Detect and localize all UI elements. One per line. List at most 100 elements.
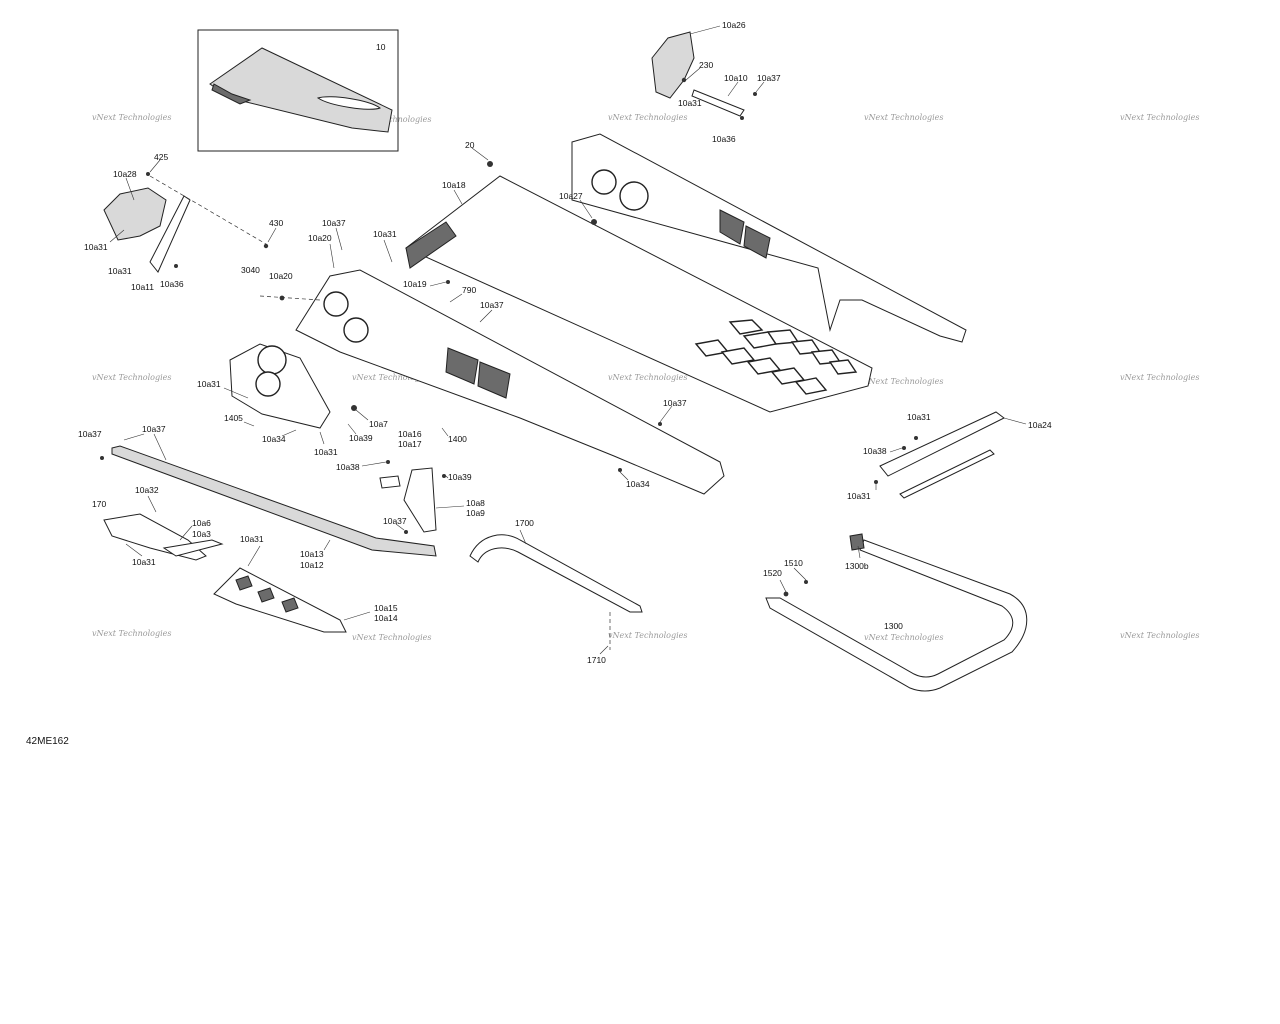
callout-label: 10a31 bbox=[240, 534, 264, 544]
callout-label: 3040 bbox=[241, 265, 260, 275]
callout-label: 10a6 bbox=[192, 518, 211, 528]
nut-10a20 bbox=[279, 295, 285, 301]
bar-1700-group bbox=[469, 534, 643, 650]
leader-lines bbox=[109, 25, 1027, 655]
callout-label: 1300 bbox=[884, 621, 903, 631]
callout-label: 10a37 bbox=[383, 516, 407, 526]
bracket-10a26 bbox=[651, 31, 695, 99]
center-bracket-group bbox=[379, 460, 446, 534]
tunnel-top-10a18 bbox=[405, 175, 873, 413]
callout-label: 10a3 bbox=[192, 529, 211, 539]
bracket-10a28 bbox=[103, 187, 167, 241]
callout-label: 10a7 bbox=[369, 419, 388, 429]
callout-label: 10a34 bbox=[626, 479, 650, 489]
lower-bracket-group bbox=[103, 513, 224, 561]
nut-10a34 bbox=[618, 468, 622, 472]
callout-label: 10a27 bbox=[559, 191, 583, 201]
watermark-text: vNext Technologies bbox=[1120, 373, 1199, 382]
callout-label: 10a36 bbox=[712, 134, 736, 144]
rear-rail-group bbox=[874, 411, 1005, 499]
callout-label: 10a15 bbox=[374, 603, 398, 613]
inset-frame bbox=[197, 29, 399, 152]
callout-label: 10a34 bbox=[262, 434, 286, 444]
callout-label: 1300b bbox=[845, 561, 869, 571]
callout-label: 10a37 bbox=[663, 398, 687, 408]
callout-label: 10a32 bbox=[135, 485, 159, 495]
nut-10a36 bbox=[740, 116, 744, 120]
callout-label: 1405 bbox=[224, 413, 243, 423]
rail-group bbox=[100, 445, 437, 557]
callout-label: 10a31 bbox=[373, 229, 397, 239]
watermark-text: vNext Technologies bbox=[864, 113, 943, 122]
strip-10a24 bbox=[899, 449, 995, 499]
side-panel-left bbox=[295, 269, 725, 495]
callout-label: 10a16 bbox=[398, 429, 422, 439]
callout-label: 10a37 bbox=[322, 218, 346, 228]
panel-vent bbox=[743, 225, 771, 259]
bolt-425 bbox=[146, 172, 150, 176]
bracket-10a8 bbox=[403, 467, 437, 533]
panel-vent bbox=[445, 347, 479, 385]
plate-hole bbox=[255, 371, 281, 397]
tunnel-cutouts bbox=[694, 319, 858, 395]
callout-label: 10a39 bbox=[448, 472, 472, 482]
callout-label: 10a31 bbox=[108, 266, 132, 276]
watermark-text: vNext Technologies bbox=[92, 373, 171, 382]
rail-10a13 bbox=[111, 445, 437, 557]
bumper-1300 bbox=[765, 539, 1028, 692]
callout-label: 790 bbox=[462, 285, 476, 295]
callout-label: 1400 bbox=[448, 434, 467, 444]
watermark-text: vNext Technologies bbox=[1120, 631, 1199, 640]
inset-tunnel-side bbox=[211, 83, 252, 105]
rod-10a10 bbox=[691, 89, 745, 117]
watermark-text: vNext Technologies bbox=[1120, 113, 1199, 122]
skid-bracket-group bbox=[213, 567, 347, 633]
panel-vent bbox=[477, 361, 511, 399]
callout-label: 10a12 bbox=[300, 560, 324, 570]
bolt-1510 bbox=[804, 580, 808, 584]
assembly-line bbox=[149, 175, 267, 245]
watermarks: vNext Technologies vNext Technologies vN… bbox=[92, 113, 1199, 642]
bolt-10a38 bbox=[902, 446, 906, 450]
watermark-text: vNext Technologies bbox=[864, 377, 943, 386]
washer-1520 bbox=[783, 591, 789, 597]
callout-label: 1510 bbox=[784, 558, 803, 568]
callout-label: 10a36 bbox=[160, 279, 184, 289]
diagram-id: 42ME162 bbox=[26, 736, 69, 747]
bracket-slot bbox=[257, 587, 275, 603]
watermark-text: vNext Technologies bbox=[92, 113, 171, 122]
nut-10a36 bbox=[174, 264, 178, 268]
watermark-text: vNext Technologies bbox=[92, 629, 171, 638]
bumper-group bbox=[765, 533, 1028, 692]
inset-tunnel bbox=[209, 47, 393, 133]
plug-10a27 bbox=[591, 219, 597, 225]
bolt-10a37 bbox=[753, 92, 757, 96]
callout-label: 10a38 bbox=[863, 446, 887, 456]
callout-label: 10a31 bbox=[197, 379, 221, 389]
inset-cutouts bbox=[316, 96, 381, 110]
bolt-10a39 bbox=[442, 474, 446, 478]
watermark-text: vNext Technologies bbox=[608, 113, 687, 122]
callout-label: 1520 bbox=[763, 568, 782, 578]
callout-label: 10a8 bbox=[466, 498, 485, 508]
bolt-10a38 bbox=[386, 460, 390, 464]
callout-label: 10a37 bbox=[142, 424, 166, 434]
callout-label: 10a28 bbox=[113, 169, 137, 179]
callout-label: 10a31 bbox=[907, 412, 931, 422]
callout-label: 10a14 bbox=[374, 613, 398, 623]
bracket-10a15 bbox=[213, 567, 347, 633]
panel-vent bbox=[719, 209, 745, 245]
bolt-230 bbox=[681, 77, 687, 83]
callout-label: 10a10 bbox=[724, 73, 748, 83]
callout-label: 10a31 bbox=[314, 447, 338, 457]
callout-label: 10a26 bbox=[722, 20, 746, 30]
brace-10a11 bbox=[149, 195, 191, 273]
panel-hole bbox=[591, 169, 617, 195]
callout-label: 10a11 bbox=[131, 282, 154, 292]
inset-assembly bbox=[197, 29, 399, 152]
bar-1700 bbox=[469, 534, 643, 613]
rear-bracket-group bbox=[651, 31, 757, 120]
callout-label: 10a37 bbox=[757, 73, 781, 83]
bolt-10a37 bbox=[658, 422, 662, 426]
